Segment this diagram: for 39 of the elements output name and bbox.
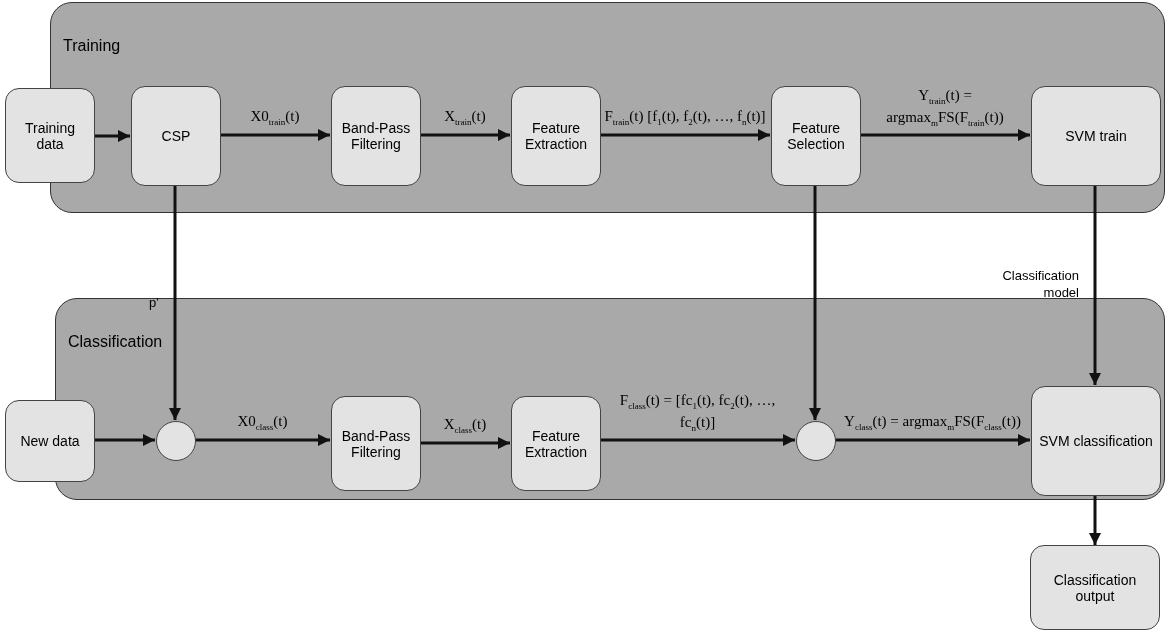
process-box: Band-Pass Filtering bbox=[331, 396, 421, 491]
arrow bbox=[220, 129, 330, 141]
arrow bbox=[835, 434, 1030, 446]
arrow bbox=[420, 437, 510, 449]
process-box: CSP bbox=[131, 86, 221, 186]
arrow bbox=[600, 129, 770, 141]
edge-label: X0$_{train}$(t) bbox=[249, 107, 301, 129]
edge-label: F$_{class}$(t) = [fc$_{1}$(t), fc$_{2}$(t), …, fc$_{n}$(t)] bbox=[618, 390, 777, 434]
edge-label: X0$_{class}$(t) bbox=[236, 412, 289, 434]
edge-label: Y$_{class}$(t) = argmax$_{m}$FS(F$_{class}$(t)) bbox=[843, 412, 1022, 434]
arrow bbox=[809, 185, 821, 420]
edge-label: F$_{train}$(t) [f$_{1}$(t), f$_{2}$(t), …, f$_{n}$(t)] bbox=[604, 107, 766, 129]
arrow bbox=[1089, 495, 1101, 545]
arrow bbox=[600, 434, 795, 446]
arrow bbox=[95, 130, 130, 142]
process-box: Classification output bbox=[1030, 545, 1160, 630]
process-box: Feature Selection bbox=[771, 86, 861, 186]
arrow bbox=[95, 434, 155, 446]
process-box: SVM train bbox=[1031, 86, 1161, 186]
process-box: Feature Extraction bbox=[511, 396, 601, 491]
edge-label: Classification model bbox=[1001, 268, 1079, 302]
edge-label: X$_{train}$(t) bbox=[443, 107, 487, 129]
arrow bbox=[420, 129, 510, 141]
edge-label: Y$_{train}$(t) = argmax$_{m}$FS(F$_{train}$(t)) bbox=[885, 85, 1005, 129]
group-panel bbox=[55, 298, 1165, 500]
group-title: Classification bbox=[68, 333, 163, 351]
arrow bbox=[169, 185, 181, 420]
process-box: Training data bbox=[5, 88, 95, 183]
process-box: SVM classification bbox=[1031, 386, 1161, 496]
edge-label: X$_{class}$(t) bbox=[442, 415, 488, 437]
junction-circle bbox=[796, 421, 836, 461]
group-title: Training bbox=[63, 37, 121, 55]
arrow bbox=[195, 434, 330, 446]
arrow bbox=[860, 129, 1030, 141]
process-box: Feature Extraction bbox=[511, 86, 601, 186]
junction-circle bbox=[156, 421, 196, 461]
process-box: Band-Pass Filtering bbox=[331, 86, 421, 186]
process-box: New data bbox=[5, 400, 95, 482]
arrow bbox=[1089, 185, 1101, 385]
